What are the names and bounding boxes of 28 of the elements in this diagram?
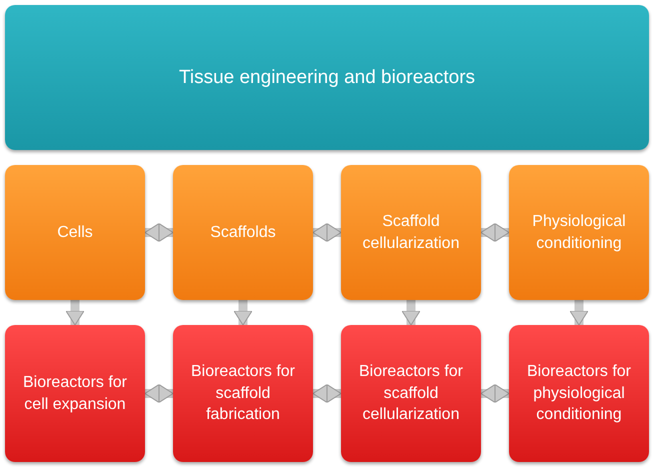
arrow	[480, 384, 510, 403]
title-box	[5, 5, 649, 150]
bioreactor-box	[173, 325, 313, 462]
node-label: Bioreactors for scaffold fabrication	[190, 362, 296, 426]
node-label: Bioreactors for cell expansion	[22, 372, 128, 414]
bioreactor-box	[341, 325, 481, 462]
arrow	[234, 300, 252, 326]
bioreactor-box	[509, 325, 649, 462]
process-box	[5, 165, 145, 300]
arrow	[144, 384, 174, 403]
process-box	[509, 165, 649, 300]
node-label: Physiological conditioning	[531, 212, 627, 254]
node-label: Bioreactors for physiological conditioning	[526, 362, 632, 426]
arrow	[480, 223, 510, 242]
arrow	[402, 300, 420, 326]
process-box	[341, 165, 481, 300]
arrow	[144, 223, 174, 242]
process-box	[173, 165, 313, 300]
node-label: Cells	[57, 222, 93, 243]
node-label: Tissue engineering and bioreactors	[178, 66, 476, 90]
arrow	[570, 300, 588, 326]
arrow	[312, 223, 342, 242]
node-label: Scaffolds	[210, 222, 276, 243]
node-label: Bioreactors for scaffold cellularization	[358, 362, 464, 426]
arrow	[312, 384, 342, 403]
node-label: Scaffold cellularization	[362, 212, 460, 254]
bioreactor-box	[5, 325, 145, 462]
arrow	[66, 300, 84, 326]
